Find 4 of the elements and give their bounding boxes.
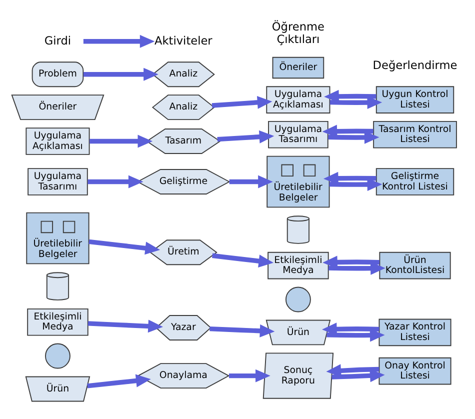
label: Öğrenme Çıktıları (272, 20, 324, 46)
label: Değerlendirme (372, 58, 458, 72)
node-text: Aktiviteler (154, 34, 212, 47)
node-text: Girdi (44, 34, 72, 47)
